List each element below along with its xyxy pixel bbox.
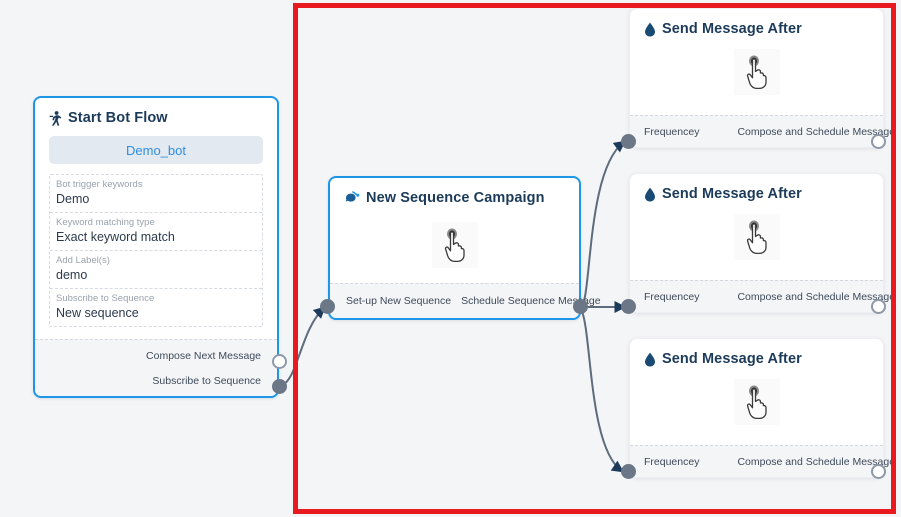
field-label: Subscribe to Sequence	[56, 293, 155, 304]
water-drop-icon	[644, 187, 656, 202]
port-setup-new-sequence[interactable]	[320, 299, 335, 314]
field-value: demo	[56, 268, 88, 282]
node-start-bot-flow-title: Start Bot Flow	[68, 110, 168, 126]
port-label-compose-and-schedule-message-1: Compose and Schedule Message	[737, 125, 896, 138]
node-send-message-after-1-footer: Frequencey Compose and Schedule Message	[630, 115, 895, 147]
bot-selector-pill[interactable]: Demo_bot	[49, 136, 263, 164]
field-keyword-matching-type[interactable]: Keyword matching type Exact keyword matc…	[50, 213, 262, 251]
start-bot-flow-footer: Compose Next Message Subscribe to Sequen…	[35, 339, 277, 396]
node-start-bot-flow-header: Start Bot Flow	[35, 98, 277, 130]
port-compose-and-schedule-message-3[interactable]	[871, 464, 886, 479]
node-new-sequence-campaign[interactable]: New Sequence Campaign Set-up New Sequenc…	[328, 176, 601, 320]
node-send-message-after-1-header: Send Message After	[630, 9, 883, 41]
bot-selector-label: Demo_bot	[126, 142, 186, 158]
water-drop-icon	[644, 352, 656, 367]
running-person-icon	[49, 110, 62, 126]
node-send-message-after-2[interactable]: Send Message After Frequencey Compose an…	[629, 173, 895, 313]
node-send-message-after-3-title: Send Message After	[662, 351, 802, 367]
node-send-message-after-1-title: Send Message After	[662, 21, 802, 37]
port-compose-and-schedule-message-1[interactable]	[871, 134, 886, 149]
node-send-message-after-3[interactable]: Send Message After Frequencey Compose an…	[629, 338, 895, 478]
node-send-message-after-1[interactable]: Send Message After Frequencey Compose an…	[629, 8, 895, 148]
port-label-frequency-2: Frequencey	[644, 290, 700, 303]
node-send-message-after-2-body	[630, 214, 883, 260]
node-new-sequence-campaign-title: New Sequence Campaign	[366, 190, 545, 206]
port-label-compose-next-message: Compose Next Message	[146, 350, 261, 362]
field-label: Keyword matching type	[56, 217, 155, 228]
port-frequency-1[interactable]	[621, 134, 636, 149]
hand-pointer-icon	[733, 214, 780, 260]
port-label-subscribe-to-sequence: Subscribe to Sequence	[152, 375, 261, 387]
port-frequency-3[interactable]	[621, 464, 636, 479]
hand-pointer-icon	[733, 49, 780, 95]
port-row-compose-next-message: Compose Next Message	[146, 350, 261, 362]
field-bot-trigger-keywords[interactable]: Bot trigger keywords Demo	[50, 175, 262, 213]
port-label-compose-and-schedule-message-2: Compose and Schedule Message	[737, 290, 896, 303]
field-label: Bot trigger keywords	[56, 179, 143, 190]
field-label: Add Label(s)	[56, 255, 110, 266]
node-send-message-after-3-footer: Frequencey Compose and Schedule Message	[630, 445, 895, 477]
port-schedule-sequence-message[interactable]	[573, 299, 588, 314]
port-label-frequency-3: Frequencey	[644, 455, 700, 468]
port-label-frequency-1: Frequencey	[644, 125, 700, 138]
field-value: Demo	[56, 192, 90, 206]
hand-pointer-icon	[431, 222, 478, 268]
sequence-campaign-icon	[344, 190, 360, 206]
field-value: Exact keyword match	[56, 230, 175, 244]
field-add-labels[interactable]: Add Label(s) demo	[50, 251, 262, 289]
water-drop-icon	[644, 22, 656, 37]
node-new-sequence-campaign-footer: Set-up New Sequence Schedule Sequence Me…	[330, 283, 601, 318]
node-send-message-after-3-header: Send Message After	[630, 339, 883, 371]
node-send-message-after-3-body	[630, 379, 883, 425]
port-label-compose-and-schedule-message-3: Compose and Schedule Message	[737, 455, 896, 468]
port-label-schedule-sequence-message: Schedule Sequence Message	[461, 295, 601, 307]
field-subscribe-to-sequence[interactable]: Subscribe to Sequence New sequence	[50, 289, 262, 326]
hand-pointer-icon	[733, 379, 780, 425]
field-value: New sequence	[56, 306, 139, 320]
node-send-message-after-2-footer: Frequencey Compose and Schedule Message	[630, 280, 895, 312]
node-send-message-after-2-header: Send Message After	[630, 174, 883, 206]
node-start-bot-flow[interactable]: Start Bot Flow Demo_bot Bot trigger keyw…	[33, 96, 279, 398]
start-bot-flow-fields: Bot trigger keywords Demo Keyword matchi…	[49, 174, 263, 327]
port-label-setup-new-sequence: Set-up New Sequence	[346, 295, 452, 307]
port-row-subscribe-to-sequence: Subscribe to Sequence	[152, 375, 261, 387]
port-compose-next-message[interactable]	[272, 354, 287, 369]
node-new-sequence-campaign-body	[330, 222, 579, 268]
port-compose-and-schedule-message-2[interactable]	[871, 299, 886, 314]
node-send-message-after-1-body	[630, 49, 883, 95]
port-subscribe-to-sequence[interactable]	[272, 379, 287, 394]
port-frequency-2[interactable]	[621, 299, 636, 314]
node-send-message-after-2-title: Send Message After	[662, 186, 802, 202]
node-new-sequence-campaign-header: New Sequence Campaign	[330, 178, 579, 210]
